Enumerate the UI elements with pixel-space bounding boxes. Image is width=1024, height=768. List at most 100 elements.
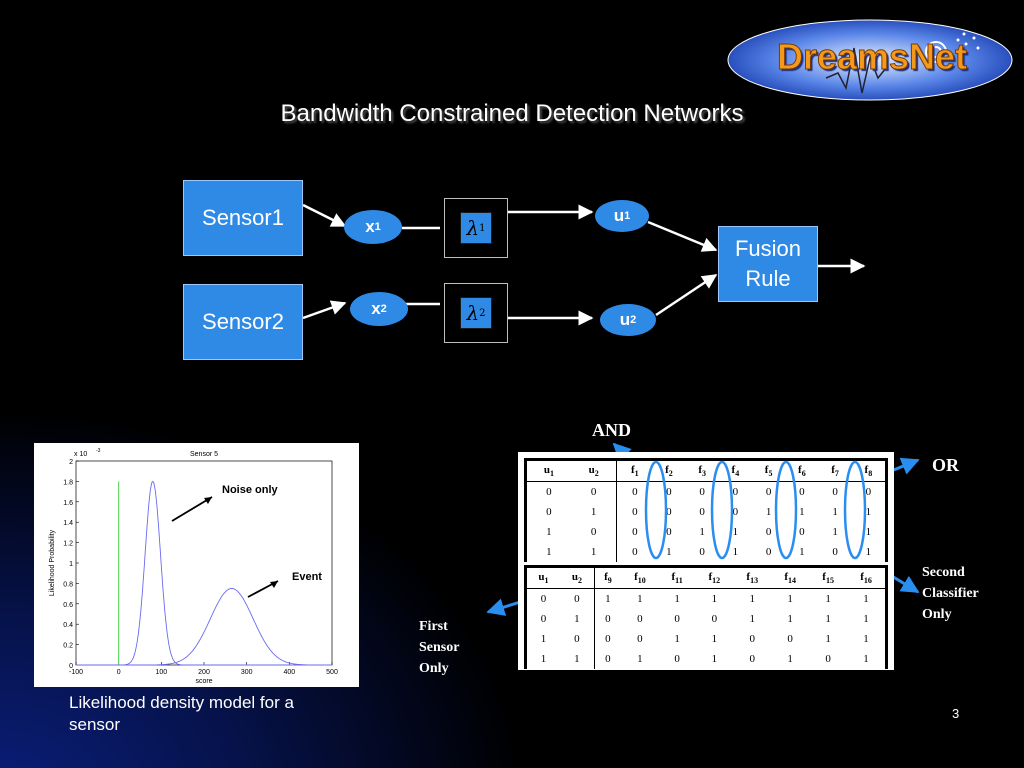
- table-cell: 0: [605, 653, 611, 665]
- plot-exponent-power: -3: [96, 448, 101, 454]
- table-header-cell: f10: [620, 568, 659, 589]
- header-letter: f: [764, 463, 769, 476]
- table-header-cell: f3: [685, 461, 719, 482]
- table-cell: 0: [832, 546, 838, 558]
- table-cell: 1: [546, 526, 552, 538]
- header-sub: 2: [668, 469, 673, 479]
- y-tick-label: 1.8: [63, 479, 73, 486]
- header-letter: u: [588, 463, 595, 476]
- u1-letter: u: [613, 206, 625, 225]
- table-cell: 0: [674, 613, 680, 625]
- table-cell: 0: [546, 506, 552, 518]
- table-cell: 0: [699, 546, 705, 558]
- header-sub: 1: [549, 469, 554, 479]
- table-cell: 0: [699, 486, 705, 498]
- sensor2-label: Sensor2: [202, 309, 284, 334]
- header-letter: f: [864, 463, 869, 476]
- header-letter: f: [860, 570, 864, 583]
- table-cell: 0: [765, 546, 772, 558]
- table-cell: 1: [559, 609, 595, 629]
- table-cell: 0: [637, 613, 643, 625]
- table-cell: 1: [825, 613, 831, 625]
- table-cell: 1: [865, 546, 872, 558]
- table-cell: 0: [732, 486, 739, 498]
- table-cell: 1: [863, 613, 869, 625]
- first-sensor-label: First Sensor Only: [419, 616, 459, 679]
- u2-sub: 2: [630, 314, 637, 326]
- table-cell: 1: [559, 649, 595, 669]
- fusion-label-line2: Rule: [745, 266, 791, 291]
- x1-sub: 1: [374, 221, 381, 233]
- table-cell: 0: [832, 486, 838, 498]
- header-letter: f: [631, 463, 635, 476]
- x2-letter: x: [371, 299, 381, 318]
- table-cell: 1: [825, 593, 831, 605]
- header-letter: u: [538, 570, 545, 583]
- table-cell: 1: [711, 593, 718, 605]
- table-cell: 1: [666, 546, 672, 558]
- table-cell: 1: [546, 546, 552, 558]
- header-sub: 5: [768, 469, 773, 479]
- table-cell: 0: [711, 613, 718, 625]
- y-tick-label: 0: [69, 663, 73, 670]
- plot-exponent: x 10: [74, 451, 87, 458]
- table-cell: 1: [605, 593, 611, 605]
- dreamsnet-logo: DreamsNet: [726, 18, 1014, 102]
- x-axis-label: score: [195, 678, 212, 685]
- event-curve: [76, 588, 332, 666]
- slide-title: Bandwidth Constrained Detection Networks: [280, 100, 744, 127]
- table-cell: 1: [865, 526, 872, 538]
- u1-sub: 1: [624, 210, 631, 222]
- table-cell: 0: [765, 486, 772, 498]
- table-cell: 1: [711, 653, 718, 665]
- table-cell: 1: [570, 542, 618, 562]
- x-tick-label: 400: [283, 669, 295, 676]
- table-cell: 0: [865, 486, 872, 498]
- table-header-cell: f7: [818, 461, 852, 482]
- noise-arrow: [171, 496, 213, 522]
- x2-sub: 2: [380, 303, 387, 315]
- y-tick-label: 1.2: [63, 541, 73, 548]
- table-cell: 1: [674, 633, 680, 645]
- table-cell: 0: [749, 653, 756, 665]
- table-cell: 1: [749, 613, 756, 625]
- fusion-rule-box: Fusion Rule: [718, 226, 818, 302]
- sensor2-box: Sensor2: [183, 284, 303, 360]
- header-sub: 14: [788, 576, 797, 586]
- header-letter: f: [784, 570, 789, 583]
- second-classifier-line1: Second: [922, 565, 965, 580]
- table-header-cell: f12: [695, 568, 734, 589]
- lambda2-sub: 2: [479, 307, 486, 319]
- table-cell: 1: [637, 593, 643, 605]
- header-letter: f: [698, 463, 702, 476]
- table-cell: 0: [799, 526, 805, 538]
- y-tick-label: 0.8: [63, 581, 73, 588]
- table-cell: 1: [832, 526, 838, 538]
- table-cell: 1: [865, 506, 872, 518]
- table-cell: 0: [559, 629, 595, 649]
- lambda2-letter: λ: [466, 301, 480, 325]
- y-axis-label: Likelihood Probability: [49, 529, 56, 596]
- table-cell: 1: [637, 653, 643, 665]
- table-cell: 1: [732, 546, 739, 558]
- first-sensor-line3: Only: [419, 661, 449, 676]
- table-cell: 0: [570, 522, 618, 542]
- header-sub: 11: [675, 576, 683, 586]
- table-cell: 0: [732, 506, 739, 518]
- table-cell: 0: [540, 593, 547, 605]
- table-cell: 0: [605, 613, 611, 625]
- table-header-cell: u2: [570, 461, 618, 482]
- header-sub: 1: [634, 469, 639, 479]
- table-header-cell: f1: [616, 461, 653, 482]
